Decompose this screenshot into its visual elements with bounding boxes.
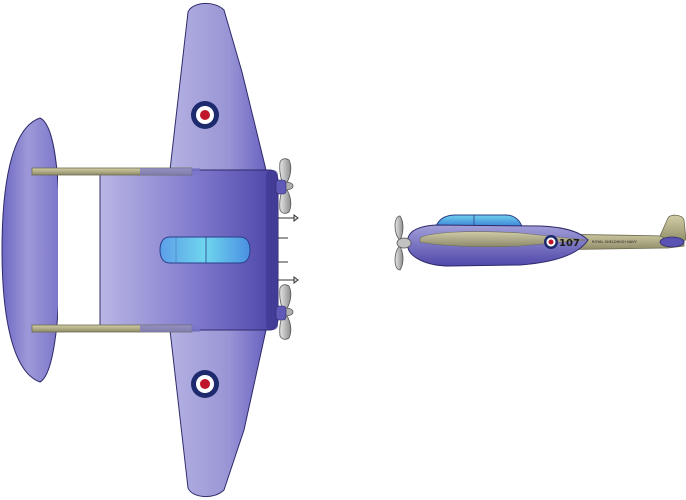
tail-gap bbox=[58, 176, 100, 324]
canopy-top bbox=[159, 236, 251, 264]
rear-fittings bbox=[278, 214, 299, 284]
side-tail-fin bbox=[659, 214, 686, 243]
top-view bbox=[1, 3, 299, 497]
roundel-icon bbox=[544, 235, 558, 249]
side-tailplane-tip bbox=[659, 236, 685, 248]
engine-rear-strip bbox=[266, 170, 278, 330]
engine-pod bbox=[275, 305, 287, 321]
roundel-icon bbox=[191, 101, 219, 129]
roundel-icon bbox=[191, 370, 219, 398]
boom-blend-lower bbox=[140, 325, 200, 332]
fuselage-lettering: ROYAL SHELDHIGH NAVY bbox=[592, 240, 637, 244]
upper-wing bbox=[169, 3, 267, 171]
lower-wing bbox=[169, 329, 267, 497]
serial-number: 107 bbox=[559, 238, 580, 249]
horizontal-tailplane bbox=[1, 117, 61, 383]
canopy-side bbox=[435, 214, 523, 228]
boom-blend-upper bbox=[140, 168, 200, 175]
side-view: 107 ROYAL SHELDHIGH NAVY bbox=[394, 214, 686, 271]
engine-pod bbox=[275, 179, 287, 195]
propeller-icon bbox=[394, 215, 412, 271]
